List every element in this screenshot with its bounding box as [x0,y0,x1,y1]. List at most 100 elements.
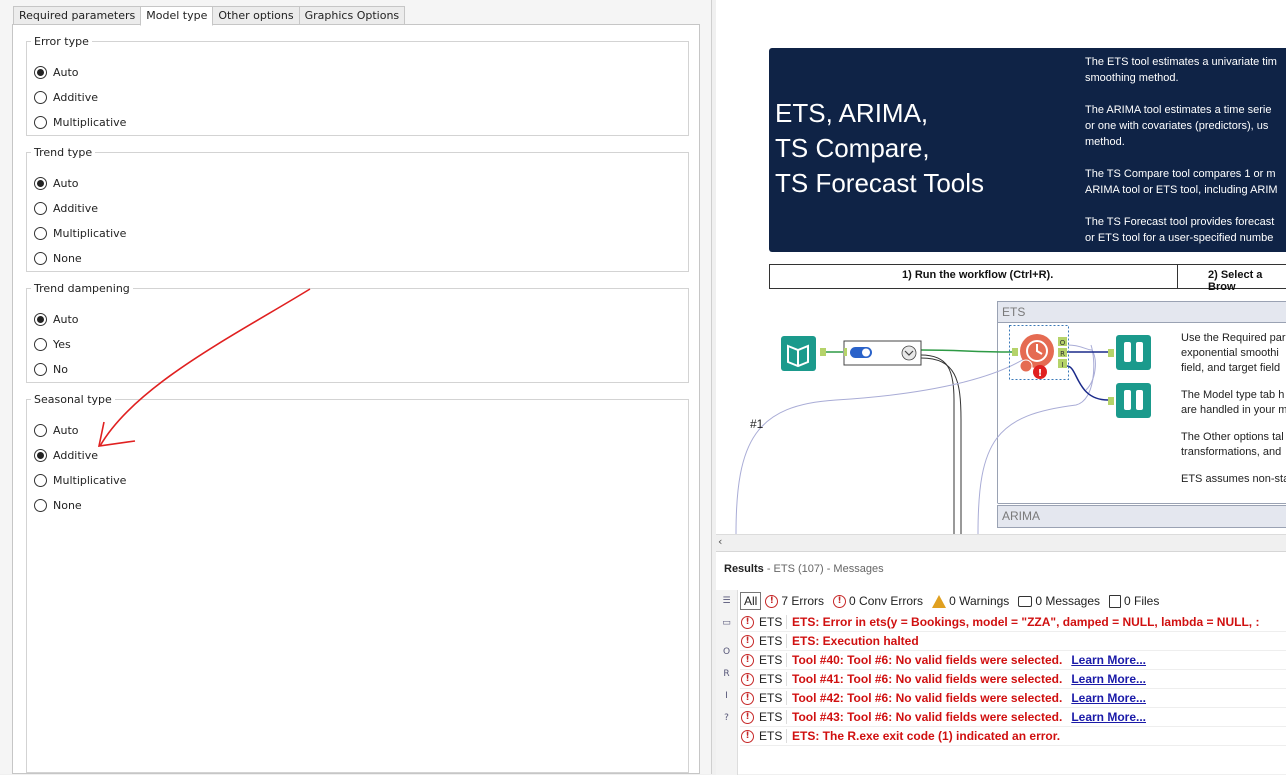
help-icon[interactable]: ? [720,712,733,724]
trend-dampening-no-radio[interactable]: No [34,361,68,377]
trend-type-additive-radio[interactable]: Additive [34,200,98,216]
warning-icon [932,595,946,608]
error-type-additive-radio[interactable]: Additive [34,89,98,105]
radio-label: Auto [53,424,79,437]
trend-type-group: Trend type Auto Additive Multiplicative … [26,146,689,272]
radio-selected-dot [37,316,44,323]
o-anchor-icon[interactable]: O [720,646,733,658]
canvas-horizontal-scrollbar[interactable]: ‹ [716,534,1286,550]
connection-label: #1 [750,417,763,431]
radio-button-icon[interactable] [34,252,47,265]
filter-files-button[interactable]: 0 Files [1109,594,1159,608]
learn-more-link[interactable]: Learn More... [1071,691,1146,705]
filter-messages-button[interactable]: 0 Messages [1018,594,1100,608]
message-row[interactable]: ! ETS Tool #41: Tool #6: No valid fields… [740,670,1286,689]
results-filter-bar: All ! 7 Errors ! 0 Conv Errors 0 Warning… [740,592,1168,610]
radio-button-icon[interactable] [34,313,47,326]
filter-conv-errors-button[interactable]: ! 0 Conv Errors [833,594,923,608]
filter-label: 0 Conv Errors [849,594,923,608]
message-text: Tool #43: Tool #6: No valid fields were … [792,710,1062,724]
message-row[interactable]: ! ETS ETS: The R.exe exit code (1) indic… [740,727,1286,746]
message-row[interactable]: ! ETS Tool #43: Tool #6: No valid fields… [740,708,1286,727]
ets-container-label[interactable]: ETS [1002,305,1025,319]
message-tool: ETS [759,615,787,629]
seasonal-type-additive-radio[interactable]: Additive [34,447,98,463]
model-type-tab-body: Error type Auto Additive Multiplicative … [12,24,700,774]
desc-line: exponential smoothi [1181,347,1279,359]
banner-title-line: ETS, ARIMA, [775,96,984,131]
radio-button-icon[interactable] [34,177,47,190]
radio-button-icon[interactable] [34,91,47,104]
list-icon[interactable]: ☰ [720,595,733,607]
radio-button-icon[interactable] [34,116,47,129]
config-tabs: Required parameters Model type Other opt… [13,6,404,25]
radio-label: No [53,363,68,376]
filter-all-button[interactable]: All [740,592,761,610]
scroll-left-arrow-icon[interactable]: ‹ [718,535,722,548]
results-subtitle: - ETS (107) - Messages [767,563,884,575]
seasonal-type-group: Seasonal type Auto Additive Multiplicati… [26,393,689,773]
tab-other-options[interactable]: Other options [212,6,299,25]
trend-type-auto-radio[interactable]: Auto [34,175,79,191]
message-row[interactable]: ! ETS Tool #40: Tool #6: No valid fields… [740,651,1286,670]
error-icon: ! [741,692,754,705]
message-tool: ETS [759,672,787,686]
arima-container-label[interactable]: ARIMA [1002,509,1040,523]
message-row[interactable]: ! ETS ETS: Execution halted [740,632,1286,651]
trend-dampening-group: Trend dampening Auto Yes No [26,282,689,383]
radio-label: Auto [53,66,79,79]
arima-container-header [998,506,1286,528]
step-1-text: 1) Run the workflow (Ctrl+R). [902,269,1053,281]
radio-button-icon[interactable] [34,474,47,487]
results-panel: Results - ETS (107) - Messages ☰ ▭ O R I… [716,551,1286,774]
desc-line: field, and target field [1181,362,1280,374]
banner-line: ARIMA tool or ETS tool, including ARIM [1085,184,1278,196]
message-row[interactable]: ! ETS Tool #42: Tool #6: No valid fields… [740,689,1286,708]
browse-tool-icon [1116,383,1151,418]
svg-text:!: ! [1038,368,1043,379]
desc-line: ETS assumes non-sta [1181,473,1286,485]
error-icon: ! [765,595,778,608]
error-type-auto-radio[interactable]: Auto [34,64,79,80]
anchor-i-label: I [1061,361,1063,369]
r-anchor-icon[interactable]: R [720,668,733,680]
trend-dampening-yes-radio[interactable]: Yes [34,336,71,352]
filter-errors-button[interactable]: ! 7 Errors [765,594,824,608]
trend-type-multiplicative-radio[interactable]: Multiplicative [34,225,126,241]
banner-line: The ETS tool estimates a univariate tim [1085,56,1277,68]
radio-button-icon[interactable] [34,449,47,462]
radio-button-icon[interactable] [34,424,47,437]
banner-description: The ETS tool estimates a univariate tim s… [1085,54,1286,262]
radio-button-icon[interactable] [34,227,47,240]
anchor-o-label: O [1060,339,1066,347]
trend-dampening-auto-radio[interactable]: Auto [34,311,79,327]
learn-more-link[interactable]: Learn More... [1071,710,1146,724]
trend-type-none-radio[interactable]: None [34,250,82,266]
tab-graphics-options[interactable]: Graphics Options [299,6,406,25]
filter-warnings-button[interactable]: 0 Warnings [932,594,1009,608]
desc-line: The Model type tab h [1181,389,1284,401]
seasonal-type-multiplicative-radio[interactable]: Multiplicative [34,472,126,488]
radio-button-icon[interactable] [34,338,47,351]
radio-selected-dot [37,180,44,187]
radio-button-icon[interactable] [34,66,47,79]
banner-line: smoothing method. [1085,72,1179,84]
error-type-multiplicative-radio[interactable]: Multiplicative [34,114,126,130]
seasonal-type-none-radio[interactable]: None [34,497,82,513]
i-anchor-icon[interactable]: I [720,690,733,702]
workflow-canvas[interactable]: ! O R I ETS, ARIMA, TS Compare, TS Forec… [716,0,1286,534]
seasonal-type-auto-radio[interactable]: Auto [34,422,79,438]
flag-icon[interactable]: ▭ [720,617,733,629]
tab-required-parameters[interactable]: Required parameters [13,6,141,25]
tab-model-type[interactable]: Model type [140,6,213,26]
learn-more-link[interactable]: Learn More... [1071,672,1146,686]
error-icon: ! [741,635,754,648]
learn-more-link[interactable]: Learn More... [1071,653,1146,667]
radio-button-icon[interactable] [34,499,47,512]
radio-button-icon[interactable] [34,363,47,376]
radio-button-icon[interactable] [34,202,47,215]
radio-label: None [53,499,82,512]
message-row[interactable]: ! ETS ETS: Error in ets(y = Bookings, mo… [740,613,1286,632]
